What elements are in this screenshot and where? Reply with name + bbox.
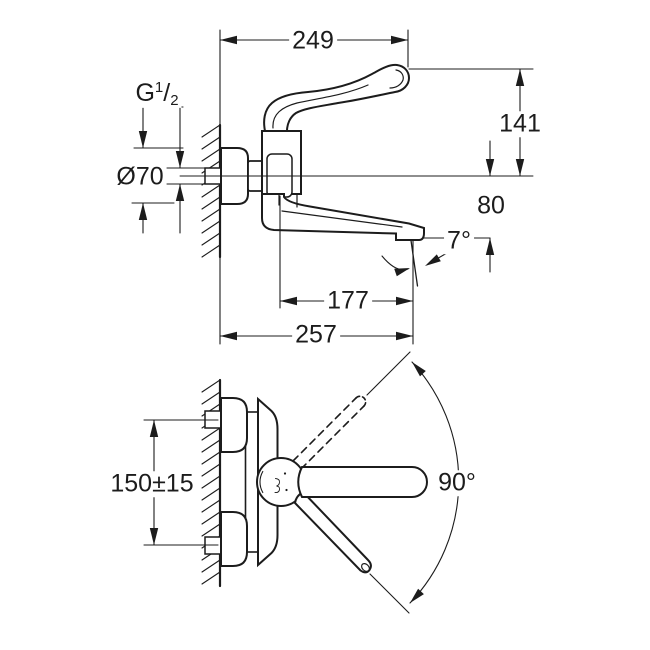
inlet-escutcheon-top — [220, 397, 248, 453]
dim-diameter-70 — [131, 106, 184, 234]
dim-label-141: 141 — [496, 111, 544, 137]
dim-label-90deg: 90° — [435, 470, 479, 496]
thread-base: G — [135, 78, 155, 107]
dim-7-degrees — [381, 237, 491, 277]
dim-label-80: 80 — [474, 193, 508, 219]
lever-position-lowered — [293, 490, 372, 574]
thread-numerator: 1 — [154, 78, 164, 96]
dim-label-257: 257 — [292, 322, 340, 348]
dim-label-150: 150±15 — [107, 471, 197, 497]
dim-80 — [485, 140, 495, 273]
lever-position-raised-dashed — [292, 395, 367, 470]
lever-horizontal — [297, 466, 428, 498]
side-view-mixer-body — [204, 130, 302, 205]
thread-denominator: 2 — [170, 91, 179, 109]
side-view-wall — [201, 123, 222, 259]
dim-label-249: 249 — [289, 28, 337, 54]
dim-label-diameter-70: Ø70 — [113, 164, 167, 190]
spout-nut — [266, 153, 293, 198]
dim-141 — [408, 68, 534, 177]
front-view-mixer-body — [204, 396, 306, 568]
angle-arc-7 — [381, 255, 409, 271]
thread-slash: / — [163, 78, 171, 107]
dim-label-thread: G1/2 — [132, 78, 182, 109]
side-view-lever-handle — [263, 63, 411, 132]
side-view-spout — [261, 193, 425, 287]
dim-249 — [219, 29, 409, 345]
brand-mark — [274, 472, 288, 494]
dim-label-7deg: 7° — [444, 228, 474, 254]
inlet-escutcheon-bottom — [220, 511, 248, 567]
water-stream-line — [410, 239, 419, 287]
dim-label-177: 177 — [324, 288, 372, 314]
